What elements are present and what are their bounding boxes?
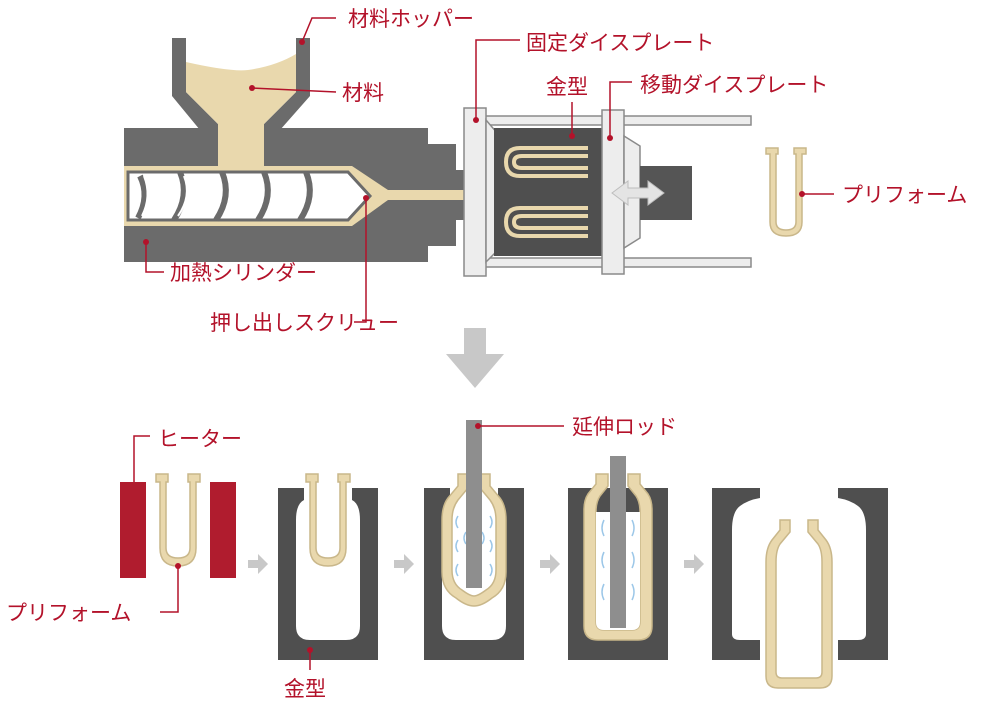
arrow-right-icon — [540, 554, 560, 574]
label-fixed-die-plate: 固定ダイスプレート — [526, 31, 714, 55]
extrusion-screw — [126, 170, 373, 222]
label-preform-bottom: プリフォーム — [6, 601, 131, 625]
label-mold-bottom: 金型 — [284, 677, 326, 701]
label-heating-cylinder: 加熱シリンダー — [170, 261, 317, 285]
material-hopper — [172, 38, 310, 140]
mold-3 — [424, 488, 524, 660]
stretch-rod-4 — [610, 456, 626, 628]
hopper-throat — [218, 128, 264, 168]
stage-blow — [568, 456, 668, 660]
injection-machine — [124, 38, 807, 277]
arrow-right-icon — [394, 554, 414, 574]
nozzle-channel — [428, 190, 464, 200]
mold-cavities — [503, 146, 588, 238]
label-material: 材料 — [342, 81, 384, 105]
stage-arrows — [248, 554, 704, 574]
label-moving-die-plate: 移動ダイスプレート — [640, 73, 828, 97]
preform-in-mold — [305, 473, 351, 567]
label-preform-top: プリフォーム — [842, 183, 967, 207]
stage-release — [712, 488, 888, 689]
double-arrow-icon — [611, 180, 665, 206]
top-leader-dots — [143, 39, 805, 245]
heater-right — [210, 482, 236, 578]
mold-5-left — [712, 488, 760, 660]
stage-heating — [120, 473, 236, 578]
down-arrow-icon — [446, 328, 504, 388]
stretch-rod-3 — [466, 420, 482, 588]
top-leaders — [145, 17, 834, 323]
bottom-leader-dots — [175, 423, 481, 653]
air-flow-marks — [455, 515, 493, 577]
label-extrusion-screw: 押し出しスクリュー — [210, 311, 399, 335]
mold-5-right — [838, 488, 888, 660]
label-heater: ヒーター — [158, 427, 242, 451]
fixed-die-plate — [463, 107, 487, 277]
stage-mold-preform — [278, 473, 378, 660]
label-stretch-rod: 延伸ロッド — [572, 415, 677, 439]
preform-output — [765, 147, 807, 237]
preform-heating — [155, 473, 201, 567]
air-flow-marks-4 — [601, 519, 635, 601]
mold-2 — [278, 488, 378, 660]
arrow-right-icon — [684, 554, 704, 574]
label-hopper: 材料ホッパー — [348, 7, 474, 31]
bottom-leaders — [133, 425, 564, 670]
hopper-material-fill — [186, 54, 296, 180]
arrow-right-icon — [248, 554, 268, 574]
stage-stretch — [424, 420, 524, 660]
heater-left — [120, 482, 146, 578]
label-mold-top: 金型 — [546, 75, 588, 99]
finished-bottle — [765, 519, 833, 689]
